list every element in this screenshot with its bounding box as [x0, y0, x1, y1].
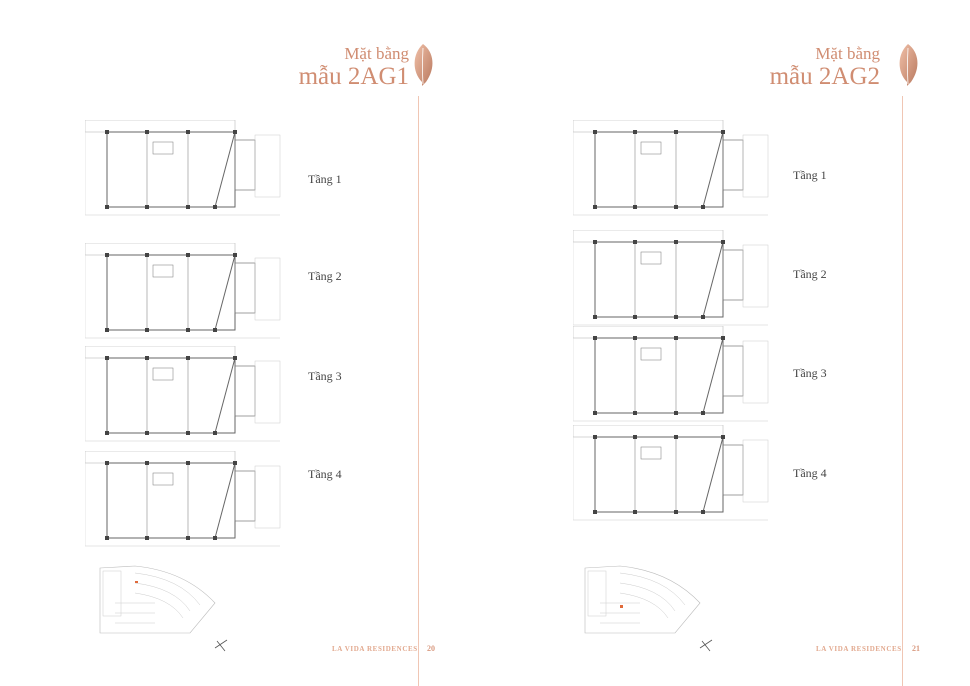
page-left: Mặt bằng mẫu 2AG1 Tầng 1 Tầng 2 Tầng 3 T… [85, 44, 435, 686]
page-title: Mặt bằng mẫu 2AG1 [299, 45, 409, 89]
page-title: Mặt bằng mẫu 2AG2 [770, 45, 880, 89]
floor-label: Tầng 4 [793, 466, 827, 480]
floor-plan-4 [85, 451, 281, 547]
floor-label: Tầng 1 [308, 172, 342, 186]
page-right: Mặt bằng mẫu 2AG2 Tầng 1 Tầng 2 Tầng 3 T… [485, 0, 970, 686]
divider-line [902, 96, 903, 686]
floor-label: Tầng 2 [308, 269, 342, 283]
page-number: 21 [912, 644, 920, 653]
floor-plan-3 [573, 326, 769, 422]
feather-logo-icon [414, 44, 433, 86]
floor-label: Tầng 2 [793, 267, 827, 281]
page-number: 20 [427, 644, 435, 653]
divider-line [418, 96, 419, 686]
title-line1: Mặt bằng [815, 44, 880, 63]
site-map [99, 565, 228, 652]
feather-logo-icon [899, 44, 918, 86]
title-line2: mẫu 2AG2 [769, 63, 880, 90]
footer-brand: LA VIDA RESIDENCES [816, 645, 902, 653]
floor-plan-4 [573, 425, 769, 521]
floor-plan-1 [573, 120, 769, 216]
floor-label: Tầng 1 [793, 168, 827, 182]
footer-brand: LA VIDA RESIDENCES [332, 645, 418, 653]
title-line1: Mặt bằng [344, 44, 409, 63]
floor-label: Tầng 3 [793, 366, 827, 380]
floor-plan-2 [573, 230, 769, 326]
title-line2: mẫu 2AG1 [298, 63, 409, 90]
site-map [584, 565, 713, 652]
floor-label: Tầng 3 [308, 369, 342, 383]
floor-plan-3 [85, 346, 281, 442]
floor-label: Tầng 4 [308, 467, 342, 481]
floor-plan-1 [85, 120, 281, 216]
floor-plan-2 [85, 243, 281, 339]
